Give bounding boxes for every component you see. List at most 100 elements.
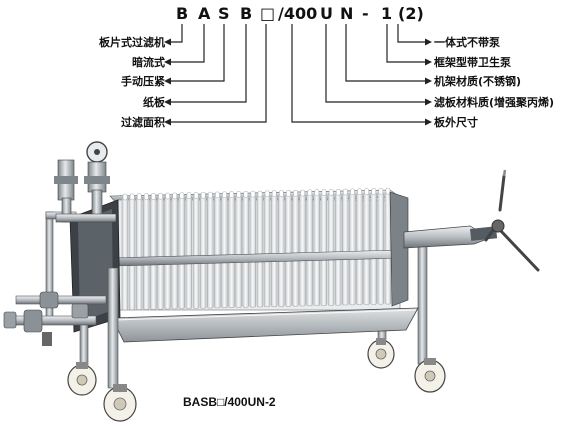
- filter-plate-lug: [364, 188, 369, 195]
- filter-plate: [228, 195, 235, 308]
- model-caption: BASB□/400UN-2: [183, 395, 276, 409]
- filter-plate: [185, 196, 193, 309]
- filter-plate-lug: [144, 193, 149, 200]
- label-plate-size: 板外尺寸: [434, 116, 478, 129]
- filter-plate: [214, 195, 221, 309]
- filter-plate-lug: [314, 189, 320, 196]
- label-plate-material: 滤板材料质(增强聚丙烯): [434, 96, 555, 109]
- filter-plate-lug: [350, 188, 355, 196]
- code-char-n: N: [340, 4, 354, 23]
- filter-plate: [299, 193, 306, 307]
- leader-1: [386, 24, 428, 63]
- filter-plate-lug: [264, 190, 270, 198]
- filter-plate-lug: [328, 189, 334, 196]
- filter-plate: [313, 193, 320, 306]
- filter-plate: [221, 195, 228, 309]
- label-frame-sanitary-pump: 框架型带卫生泵: [434, 56, 511, 69]
- front-left-leg: [107, 267, 119, 389]
- code-char-b2: B: [240, 4, 253, 23]
- filter-plate: [143, 197, 150, 310]
- code-char-dash: -: [362, 4, 369, 23]
- label-frame-material: 机架材质(不锈钢): [434, 75, 522, 88]
- leader-b1: [168, 24, 183, 43]
- filter-plate: [171, 196, 178, 310]
- head-plate-face: [78, 209, 113, 322]
- filter-plate: [363, 192, 370, 305]
- spindle-nut: [470, 226, 498, 241]
- filter-plate: [334, 192, 342, 306]
- filter-plate: [199, 195, 207, 309]
- leader-2: [397, 24, 428, 43]
- code-char-400: /400: [278, 4, 318, 23]
- label-filter-area: 过滤面积: [121, 116, 165, 129]
- leader-lines: [168, 24, 428, 123]
- filter-plate-lug: [371, 188, 377, 195]
- label-cardboard: 纸板: [143, 96, 165, 109]
- filter-plate-lug: [293, 189, 298, 197]
- leader-s: [168, 24, 225, 82]
- filter-plate-lug: [215, 191, 220, 199]
- filter-plate: [384, 191, 392, 305]
- top-manifold: [55, 213, 117, 223]
- filter-plate-lug: [378, 187, 384, 195]
- filter-plate: [128, 197, 136, 311]
- filter-plate: [278, 194, 285, 307]
- filter-plate: [270, 194, 278, 307]
- filter-plate-lug: [222, 191, 227, 199]
- leader-400: [291, 24, 428, 123]
- valve-icon: [54, 159, 78, 223]
- filter-plate: [356, 192, 363, 305]
- filter-plate: [178, 196, 185, 309]
- filter-plate: [192, 196, 200, 309]
- front-rear-leg: [79, 319, 89, 369]
- filter-plate: [249, 194, 257, 308]
- leader-n: [345, 24, 428, 82]
- filter-plate: [285, 194, 292, 307]
- filter-plate-lug: [243, 191, 249, 198]
- filter-plate: [207, 195, 214, 309]
- caster-wheel-icon: [67, 362, 97, 396]
- inlet-piping: [3, 211, 107, 346]
- filter-plate: [342, 192, 349, 306]
- filter-plate: [135, 197, 143, 310]
- code-char-box: □: [260, 4, 276, 23]
- filter-plate-lug: [279, 190, 284, 197]
- filter-plate: [263, 194, 271, 308]
- spindle-housing: [403, 225, 491, 249]
- leader-arrows: [164, 38, 432, 126]
- leader-a: [168, 24, 205, 63]
- label-concealed-flow: 暗流式: [132, 56, 165, 69]
- label-manual-press: 手动压紧: [121, 75, 165, 88]
- filter-plate-lug: [122, 193, 128, 201]
- filter-plate: [150, 197, 157, 310]
- filter-plate-lug: [165, 192, 170, 200]
- filter-plate-lug: [208, 191, 213, 199]
- filter-plate: [377, 191, 384, 305]
- filter-plate-lug: [236, 191, 242, 198]
- filter-plate: [320, 193, 328, 306]
- code-char-a: A: [198, 4, 211, 23]
- code-char-b1: B: [176, 4, 189, 23]
- filter-plate: [292, 193, 299, 307]
- filter-plate: [306, 193, 313, 307]
- code-char-2: (2): [398, 4, 424, 23]
- filter-plate-lug: [158, 192, 163, 200]
- code-char-1: 1: [381, 4, 393, 23]
- filter-plate-lug: [257, 190, 263, 198]
- code-char-s: S: [218, 4, 230, 23]
- filter-plate-lug: [129, 193, 135, 201]
- pressure-gauge-icon: [84, 141, 110, 217]
- filter-plate-lug: [271, 190, 277, 197]
- caster-wheel-icon: [103, 384, 137, 422]
- caster-wheel-icon: [414, 358, 446, 393]
- filter-plate-lug: [250, 190, 256, 198]
- filter-plate-lug: [186, 192, 192, 199]
- filter-plate-lug: [307, 189, 313, 197]
- filter-plate-lug: [335, 188, 341, 196]
- filter-plate: [121, 197, 129, 311]
- filter-plates: [121, 187, 392, 311]
- filter-plate: [370, 192, 377, 305]
- filter-plate-lug: [179, 192, 185, 199]
